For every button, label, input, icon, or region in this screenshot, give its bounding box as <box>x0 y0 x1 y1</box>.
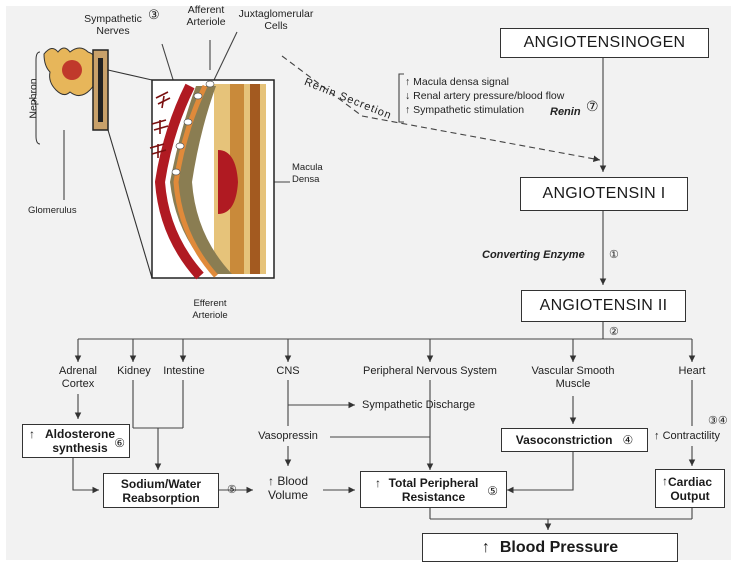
glomerulus-core <box>62 60 82 80</box>
stimulus-renal-artery: Renal artery pressure/blood flow <box>413 90 564 102</box>
adrenal-cortex-label: Adrenal Cortex <box>48 365 108 391</box>
marker-2: ② <box>609 326 619 339</box>
marker-5b: ⑤ <box>487 484 498 498</box>
tpr-label: Total Peripheral Resistance <box>389 476 479 504</box>
contractility-text: Contractility <box>663 430 720 442</box>
renin-stimuli-list: ↑ Macula densa signal ↓ Renal artery pre… <box>405 75 564 117</box>
up-arrow-icon: ↑ <box>268 474 274 488</box>
node-blood-volume: ↑ Blood Volume <box>258 474 318 502</box>
tubule-band-2 <box>250 84 260 274</box>
marker-7: ⑦ <box>586 100 599 113</box>
stimuli-bracket <box>399 74 404 122</box>
up-arrow-icon: ↑ <box>405 104 410 116</box>
node-total-peripheral-resistance: ↑ Total Peripheral Resistance ⑤ <box>360 471 507 508</box>
up-arrow-icon: ↑ <box>375 476 381 490</box>
marker-3a: ③ <box>148 8 160 21</box>
node-angiotensinogen: ANGIOTENSINOGEN <box>500 28 709 58</box>
afferent-arteriole-label: Afferent Arteriole <box>176 4 236 28</box>
marker-5a: ⑤ <box>227 484 237 497</box>
heart-label: Heart <box>672 365 712 378</box>
blood-volume-label: Blood Volume <box>268 474 308 502</box>
node-angiotensin-2: ANGIOTENSIN II <box>521 290 686 322</box>
marker-3-4: ③④ <box>708 415 728 428</box>
converting-enzyme-label: Converting Enzyme <box>482 249 585 262</box>
up-arrow-icon: ↑ <box>654 430 660 442</box>
node-angiotensin-1: ANGIOTENSIN I <box>520 177 688 211</box>
vasoconstriction-label: Vasoconstriction <box>516 433 613 447</box>
marker-1: ① <box>609 249 619 262</box>
zoom-line-top <box>108 70 152 80</box>
tubule-lumen <box>98 58 103 122</box>
pns-label: Peripheral Nervous System <box>355 365 505 378</box>
sodium-water-label: Sodium/Water Reabsorption <box>114 477 208 505</box>
aldosterone-label: Aldosterone synthesis <box>45 427 115 455</box>
glomerulus-label: Glomerulus <box>28 204 77 217</box>
kidney-label: Kidney <box>114 365 154 378</box>
stimulus-sympathetic: Sympathetic stimulation <box>413 104 524 116</box>
up-arrow-icon: ↑ <box>482 539 490 557</box>
jg-pointer <box>214 32 237 80</box>
efferent-arteriole-label: Efferent Arteriole <box>186 298 234 322</box>
cns-label: CNS <box>272 365 304 378</box>
down-arrow-icon: ↓ <box>405 90 410 102</box>
zoom-illustration <box>150 80 274 278</box>
blood-pressure-label: Blood Pressure <box>500 539 618 557</box>
stimulus-macula-densa: Macula densa signal <box>413 76 509 88</box>
macula-densa-label: Macula Densa <box>292 162 336 186</box>
nephron-label: Nephron <box>28 78 41 118</box>
arrow-aldo-to-sodium <box>73 458 99 490</box>
juxtaglomerular-cells-label: Juxtaglomerular Cells <box>236 8 316 32</box>
node-sodium-water: Sodium/Water Reabsorption <box>103 473 219 508</box>
node-cardiac-output: ↑ Cardiac Output <box>655 469 725 508</box>
marker-4: ④ <box>622 433 633 447</box>
nephron-illustration <box>32 48 108 144</box>
node-blood-pressure: ↑ Blood Pressure <box>422 533 678 562</box>
sympathetic-nerves-label: Sympathetic Nerves <box>78 13 148 37</box>
sympathetic-discharge-label: Sympathetic Discharge <box>362 399 475 412</box>
arrow-vasoconstriction-to-tpr <box>507 452 573 490</box>
node-aldosterone: ↑ Aldosterone synthesis ⑥ <box>22 424 130 458</box>
cardiac-output-label: Cardiac Output <box>665 475 715 503</box>
zoom-line-bottom <box>108 130 152 278</box>
up-arrow-icon: ↑ <box>405 76 410 88</box>
up-arrow-icon: ↑ <box>662 474 668 488</box>
up-arrow-icon: ↑ <box>29 427 35 441</box>
intestine-label: Intestine <box>162 365 206 378</box>
vascular-smooth-muscle-label: Vascular Smooth Muscle <box>520 365 626 391</box>
contractility-label: ↑ Contractility <box>654 430 720 443</box>
node-vasoconstriction: Vasoconstriction ④ <box>501 428 648 452</box>
marker-6: ⑥ <box>114 436 125 450</box>
vasopressin-label: Vasopressin <box>256 430 320 443</box>
